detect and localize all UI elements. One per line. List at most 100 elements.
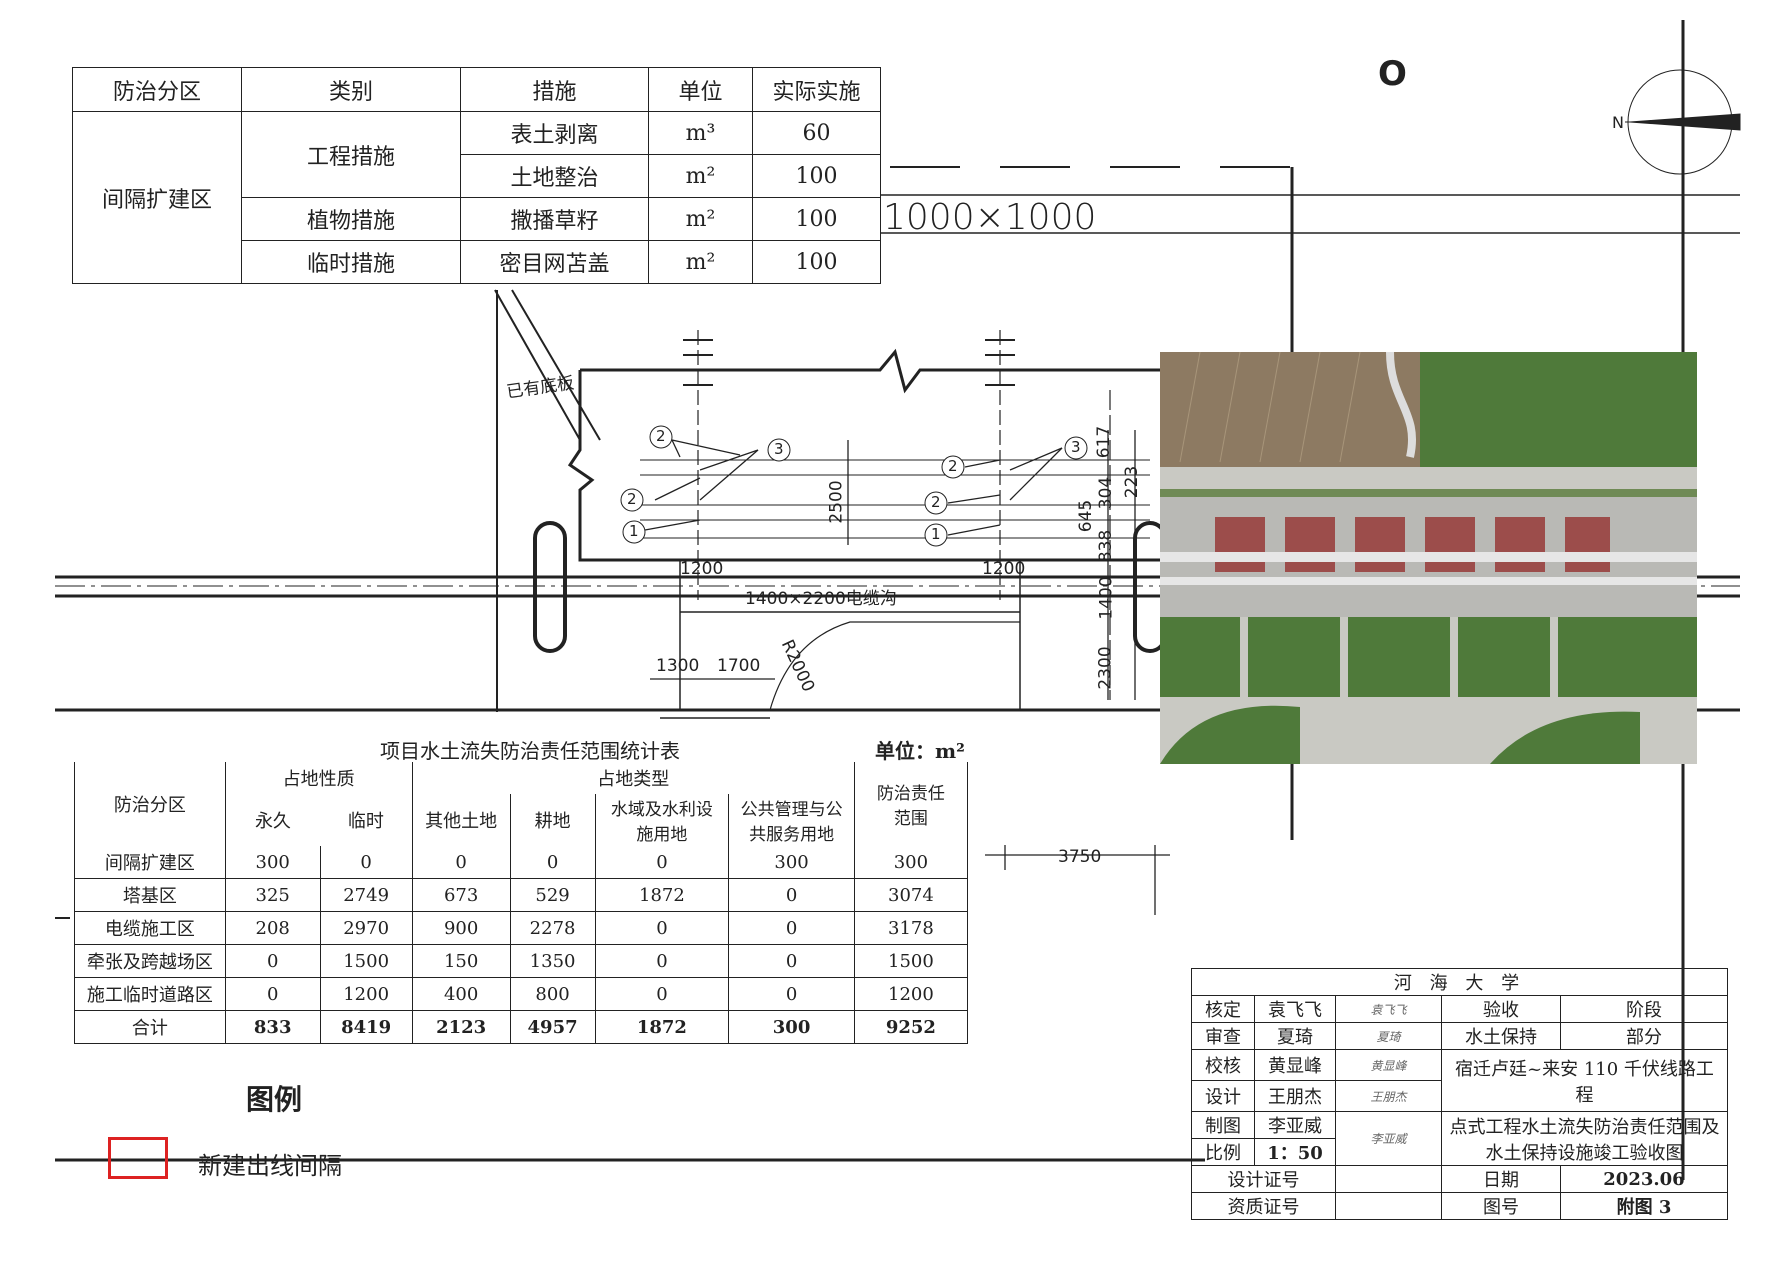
role-cell: 制图 xyxy=(1191,1111,1255,1139)
value-cell: 2278 xyxy=(509,911,596,945)
value-cell: 60 xyxy=(752,111,881,155)
table-row: 电缆施工区 208 2970 900 2278 0 0 3178 xyxy=(74,911,969,945)
role-cell: 资质证号 xyxy=(1191,1192,1336,1220)
svg-text:O: O xyxy=(1378,54,1407,94)
info-cell: 验收 xyxy=(1441,995,1561,1023)
header-category: 类别 xyxy=(241,67,461,112)
value-cell: 1500 xyxy=(853,944,969,978)
total-cell: 833 xyxy=(224,1010,321,1044)
legend-title: 图例 xyxy=(246,1083,303,1116)
value-cell: 300 xyxy=(728,846,855,879)
dim-1200-right: 1200 xyxy=(982,559,1026,579)
name-cell: 王朋杰 xyxy=(1254,1080,1336,1112)
role-cell: 审查 xyxy=(1191,1022,1255,1050)
header-farmland: 耕地 xyxy=(509,794,596,846)
value-cell: 325 xyxy=(224,878,321,912)
dim-304: 304 xyxy=(1096,476,1117,510)
value-cell: 150 xyxy=(411,944,511,978)
value-cell: 100 xyxy=(752,197,881,241)
drawing-no-value: 附图 3 xyxy=(1560,1192,1728,1220)
legend-swatch xyxy=(108,1137,168,1179)
category-cell: 工程措施 xyxy=(241,111,461,198)
project-name: 宿迁卢廷~来安 110 千伏线路工程 xyxy=(1441,1049,1728,1112)
name-cell: 黄显峰 xyxy=(1254,1049,1336,1081)
value-cell: 3074 xyxy=(853,878,969,912)
table-row: 塔基区 325 2749 673 529 1872 0 3074 xyxy=(74,878,969,912)
name-cell: 夏琦 xyxy=(1254,1022,1336,1050)
header-zone: 防治分区 xyxy=(72,67,242,112)
scale-value: 1：50 xyxy=(1254,1138,1336,1166)
circle-label-2: 2 xyxy=(656,427,666,445)
dim-1700: 1700 xyxy=(717,656,761,676)
signature: 王朋杰 xyxy=(1335,1080,1442,1112)
area-table-caption: 项目水土流失防治责任范围统计表 xyxy=(380,739,680,763)
value-cell: 1200 xyxy=(853,977,969,1011)
signature: 袁飞飞 xyxy=(1335,995,1442,1023)
total-cell: 8419 xyxy=(319,1010,413,1044)
measure-cell: 土地整治 xyxy=(460,154,649,198)
value-cell: 100 xyxy=(752,240,881,284)
value-cell: 0 xyxy=(594,846,730,879)
category-cell: 临时措施 xyxy=(241,240,461,284)
area-header-row-1: 防治分区 占地性质 占地类型 防治责任范围 xyxy=(74,762,969,846)
total-cell: 300 xyxy=(728,1010,855,1044)
signature: 夏琦 xyxy=(1335,1022,1442,1050)
total-cell: 4957 xyxy=(509,1010,596,1044)
table-row: 牵张及跨越场区 0 1500 150 1350 0 0 1500 xyxy=(74,944,969,978)
value-cell: 1500 xyxy=(319,944,413,978)
circle-label-3: 3 xyxy=(1071,438,1081,456)
header-unit: 单位 xyxy=(648,67,753,112)
value-cell: 2749 xyxy=(319,878,413,912)
category-cell: 植物措施 xyxy=(241,197,461,241)
total-cell: 2123 xyxy=(411,1010,511,1044)
info-cell: 阶段 xyxy=(1560,995,1728,1023)
table-row: 间隔扩建区 300 0 0 0 0 300 300 xyxy=(74,846,969,879)
table-row: 土地整治 m² 100 xyxy=(73,154,881,198)
zone-cell: 间隔扩建区 xyxy=(74,846,226,879)
table-header-row: 防治分区 类别 措施 单位 实际实施 xyxy=(72,67,881,112)
header-zone: 防治分区 xyxy=(74,762,226,846)
unit-cell: m² xyxy=(648,240,753,284)
value-cell: 100 xyxy=(752,154,881,198)
table-row: 间隔扩建区 工程措施 表土剥离 m³ 60 xyxy=(72,111,881,284)
dim-838: 838 xyxy=(1096,529,1117,563)
unit-cell: m² xyxy=(648,197,753,241)
value-cell: 529 xyxy=(509,878,596,912)
org-name: 河 海 大 学 xyxy=(1191,968,1728,996)
measure-cell: 表土剥离 xyxy=(460,111,649,155)
zone-cell: 间隔扩建区 xyxy=(72,111,242,284)
unit-cell: m³ xyxy=(648,111,753,155)
zone-cell: 牵张及跨越场区 xyxy=(74,944,226,978)
header-actual: 实际实施 xyxy=(752,67,881,112)
value-cell: 0 xyxy=(224,944,321,978)
dim-617: 617 xyxy=(1094,425,1115,459)
unit-cell: m² xyxy=(648,154,753,198)
drawing-no-label: 图号 xyxy=(1441,1192,1561,1220)
circle-label-1: 1 xyxy=(629,522,639,540)
value-cell: 0 xyxy=(728,911,855,945)
table-row: 施工临时道路区 0 1200 400 800 0 0 1200 xyxy=(74,977,969,1011)
role-cell: 校核 xyxy=(1191,1049,1255,1081)
value-cell: 0 xyxy=(594,944,730,978)
value-cell: 1200 xyxy=(319,977,413,1011)
total-row: 合计 833 8419 2123 4957 1872 300 9252 xyxy=(74,1010,969,1044)
value-cell: 400 xyxy=(411,977,511,1011)
value-cell: 0 xyxy=(509,846,596,879)
value-cell: 1350 xyxy=(509,944,596,978)
circle-label-3: 3 xyxy=(774,440,784,458)
measure-cell: 撒播草籽 xyxy=(460,197,649,241)
value-cell: 0 xyxy=(319,846,413,879)
svg-text:N: N xyxy=(1612,113,1624,132)
header-other-land: 其他土地 xyxy=(411,794,511,846)
table-row: 临时措施 密目网苫盖 m² 100 xyxy=(73,240,881,284)
zone-cell: 施工临时道路区 xyxy=(74,977,226,1011)
dim-223: 223 xyxy=(1122,465,1143,499)
circle-label-2: 2 xyxy=(931,493,941,511)
role-cell: 设计 xyxy=(1191,1080,1255,1112)
drawing-title: 点式工程水土流失防治责任范围及水土保持设施竣工验收图 xyxy=(1441,1111,1728,1166)
value-cell: 800 xyxy=(509,977,596,1011)
area-table-unit: 单位：m² xyxy=(875,739,965,763)
value-cell: 0 xyxy=(594,911,730,945)
date-label: 日期 xyxy=(1441,1165,1561,1193)
